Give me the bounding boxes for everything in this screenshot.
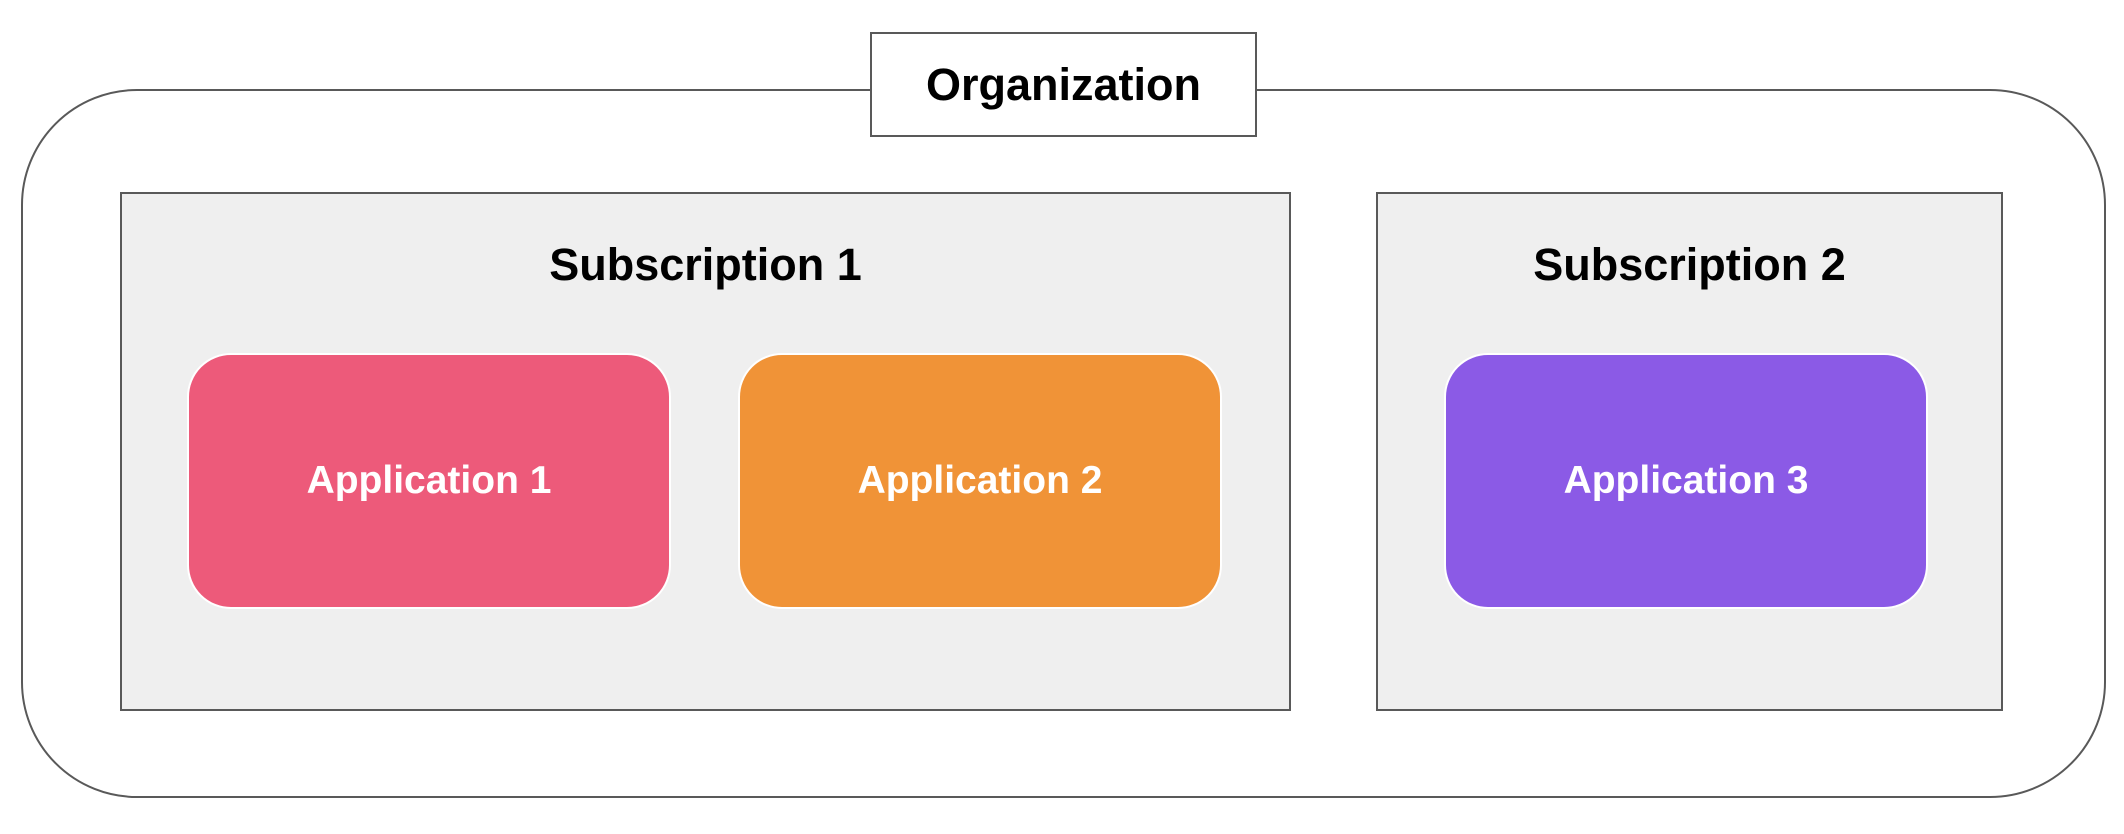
- application-3-label: Application 3: [1563, 459, 1809, 502]
- organization-label: Organization: [870, 32, 1257, 137]
- subscription-1-title: Subscription 1: [549, 239, 862, 290]
- application-2-label: Application 2: [857, 459, 1103, 502]
- application-3-box: Application 3: [1444, 353, 1928, 609]
- subscription-2-title: Subscription 2: [1533, 239, 1846, 290]
- application-2-box: Application 2: [738, 353, 1222, 609]
- application-1-label: Application 1: [306, 459, 552, 502]
- application-1-box: Application 1: [187, 353, 671, 609]
